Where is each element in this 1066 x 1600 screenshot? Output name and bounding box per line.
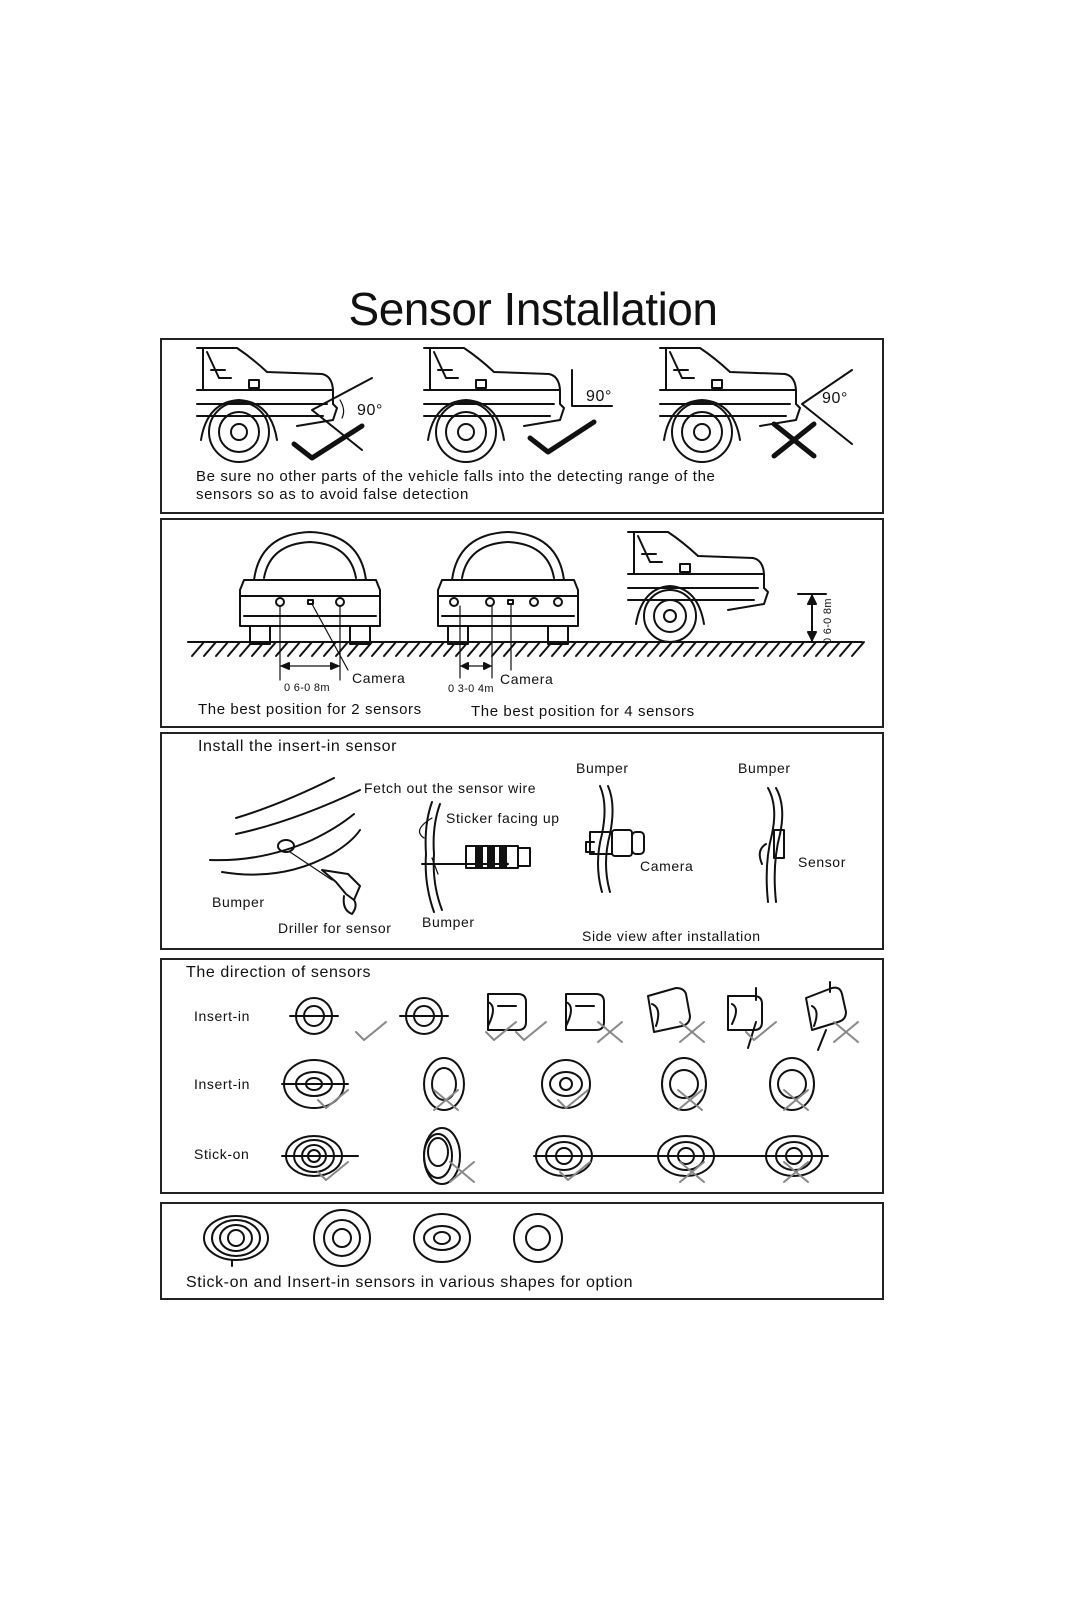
check-mark [515,1021,547,1041]
panel-sensor-shapes: Stick-on and Insert-in sensors in variou… [160,1202,884,1300]
sensor-direction-illustration [281,981,859,1185]
bumper-label-side-2: Bumper [738,760,791,776]
row-label-1: Insert-in [194,1008,250,1024]
height-label: 0 6-0 8m [822,598,834,644]
sticker-label: Sticker facing up [446,810,560,826]
stick-on-sensor-shape [203,1215,269,1267]
cross-mark [677,1089,703,1111]
round-sensor-shape [313,1209,371,1267]
direction-heading: The direction of sensors [186,964,372,981]
cross-mark [433,1089,459,1111]
bumper-label-mid: Bumper [422,914,475,930]
car-rear-side-view-1 [196,347,338,463]
caption-2-sensors: The best position for 2 sensors [198,701,422,718]
detection-angle-3 [801,369,853,445]
camera-side-view-drawing [585,785,645,893]
check-mark [317,1161,349,1181]
direction-row-2-sensors [281,1057,815,1111]
check-mark [559,1161,591,1181]
cross-mark [679,1021,705,1043]
cross-mark [449,1161,475,1183]
check-mark [355,1021,387,1041]
direction-row-1-sensors [289,981,847,1051]
caption-line-1: Be sure no other parts of the vehicle fa… [196,468,716,485]
ground-hatching [191,641,865,657]
fetch-wire-label: Fetch out the sensor wire [364,780,537,796]
sensor-wire-drawing [418,801,531,913]
ring-sensor-shape [513,1213,563,1263]
spacing-2-sensors: 0 6-0 8m [284,682,330,694]
bumper-label-left: Bumper [212,894,265,910]
row-label-3: Stick-on [194,1146,250,1162]
camera-label: Camera [640,858,694,874]
check-mark-2 [527,419,597,455]
caption-line-2: sensors so as to avoid false detection [196,486,469,503]
check-mark [557,1089,589,1109]
sensor-side-view-drawing [758,787,785,903]
oval-sensor-shape [413,1213,471,1263]
sensor-label: Sensor [798,854,846,870]
check-mark [745,1021,777,1041]
install-steps-illustration [209,777,785,915]
side-view-label: Side view after installation [582,928,761,944]
check-mark [317,1089,349,1109]
spacing-4-sensors: 0 3-0 4m [448,683,494,695]
car-side-view-height [627,531,769,643]
cross-mark [597,1021,623,1043]
angle-label-3: 90° [822,390,848,407]
bumper-curve-drawing [209,777,361,876]
direction-row-3-sensors [281,1127,829,1185]
angle-label-1: 90° [357,402,383,419]
car-rear-view-4-sensors [437,531,579,645]
angle-label-2: 90° [586,388,612,405]
panel-detection-range: 90° 90° 90° Be sure no other parts of th… [160,338,884,514]
car-rear-side-view-3 [659,347,801,463]
direction-marks [317,1021,859,1183]
cross-mark [783,1089,809,1111]
check-mark [485,1021,517,1041]
panel-install-insert-in: Install the insert-in sensor Fetch out t… [160,732,884,950]
row-label-2: Insert-in [194,1076,250,1092]
detection-angle-2 [571,369,613,407]
cross-mark-3 [771,421,817,459]
driller-label: Driller for sensor [278,920,392,936]
sensor-shapes-illustration [203,1209,563,1267]
install-heading: Install the insert-in sensor [198,738,398,755]
driller-drawing [289,851,361,915]
caption-4-sensors: The best position for 4 sensors [471,703,695,720]
car-rear-view-2-sensors [239,531,381,645]
sensor-position-illustration [187,531,865,681]
shapes-caption: Stick-on and Insert-in sensors in variou… [186,1274,634,1291]
detection-angle-1 [311,377,373,451]
cross-mark [833,1021,859,1043]
car-rear-side-view-2 [423,347,565,463]
check-mark-1 [291,423,365,461]
cross-mark [783,1161,809,1183]
camera-label-left: Camera [352,670,406,686]
camera-label-right: Camera [500,671,554,687]
page-title: Sensor Installation [348,283,718,335]
panel-sensor-direction: The direction of sensors Insert-in Inser… [160,958,884,1194]
panel-sensor-position: 0 6-0 8m Camera Camera 0 6-0 8m 0 3-0 4m… [160,518,884,728]
detection-range-illustration [196,347,853,463]
bumper-label-side-1: Bumper [576,760,629,776]
cross-mark [679,1161,705,1183]
